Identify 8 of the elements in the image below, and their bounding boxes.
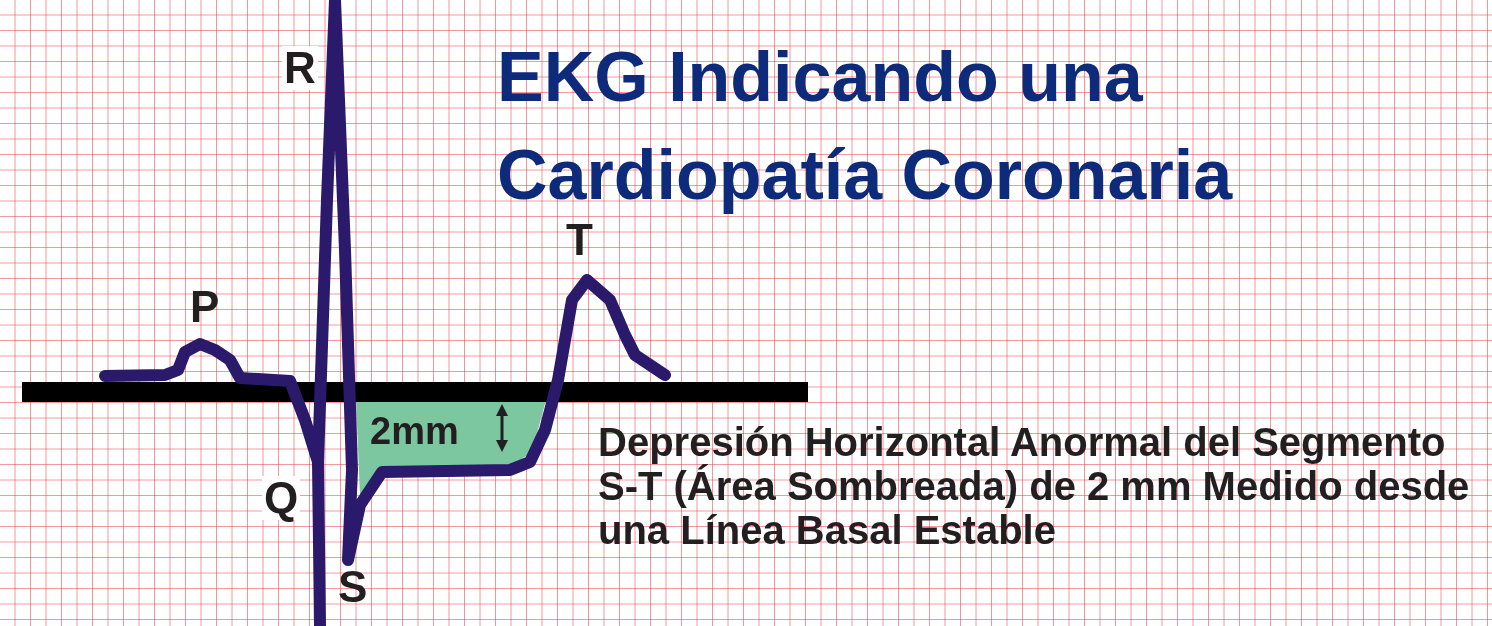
wave-label: S	[338, 562, 368, 612]
diagram-title: EKG Indicando una Cardiopatía Coronaria	[497, 37, 1234, 216]
measurement-label: 2mm	[370, 410, 459, 453]
wave-label: Q	[262, 476, 301, 520]
wave-label: P	[190, 282, 220, 332]
wave-label: R	[282, 46, 318, 90]
wave-label: T	[566, 215, 593, 265]
description-text: Depresión Horizontal Anormal del Segmento S-T (Área Sombreada) de 2 mm Medido desde una Línea Basal Estable	[598, 420, 1471, 552]
